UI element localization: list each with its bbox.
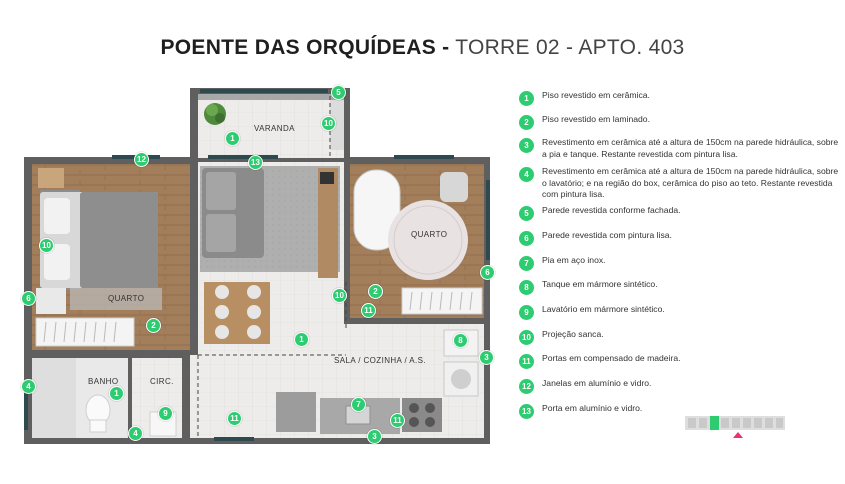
marker-4: 4	[21, 379, 36, 394]
marker-11: 11	[390, 413, 405, 428]
marker-11: 11	[227, 411, 242, 426]
room-label-quarto-right: QUARTO	[411, 230, 448, 239]
marker-3: 3	[479, 350, 494, 365]
page-title: POENTE DAS ORQUÍDEAS - TORRE 02 - APTO. …	[0, 36, 845, 60]
legend-text: Parede revestida com pintura lisa.	[542, 230, 672, 240]
legend-number: 7	[519, 256, 534, 271]
legend-text: Piso revestido em cerâmica.	[542, 90, 650, 100]
legend-item: 6 Parede revestida com pintura lisa.	[519, 230, 839, 246]
legend-number: 8	[519, 280, 534, 295]
room-label-circ: CIRC.	[150, 377, 174, 386]
legend-item: 1 Piso revestido em cerâmica.	[519, 90, 839, 106]
legend-text: Projeção sanca.	[542, 329, 604, 339]
locator-arrow-icon	[733, 432, 743, 438]
floor-plan: VARANDA QUARTO QUARTO SALA / COZINHA / A…	[21, 85, 495, 444]
marker-10: 10	[39, 238, 54, 253]
legend-number: 4	[519, 167, 534, 182]
marker-2: 2	[146, 318, 161, 333]
legend-text: Pia em aço inox.	[542, 255, 606, 265]
marker-10: 10	[321, 116, 336, 131]
legend-item: 12 Janelas em alumínio e vidro.	[519, 378, 839, 394]
room-label-banho: BANHO	[88, 377, 119, 386]
legend-number: 5	[519, 206, 534, 221]
legend-text: Portas em compensado de madeira.	[542, 353, 681, 363]
marker-1: 1	[225, 131, 240, 146]
legend-item: 13 Porta em alumínio e vidro.	[519, 403, 839, 419]
legend-item: 2 Piso revestido em laminado.	[519, 114, 839, 130]
marker-8: 8	[453, 333, 468, 348]
marker-5: 5	[331, 85, 346, 100]
legend-text: Tanque em mármore sintético.	[542, 279, 658, 289]
marker-4: 4	[128, 426, 143, 441]
marker-1: 1	[109, 386, 124, 401]
legend-text: Porta em alumínio e vidro.	[542, 403, 643, 413]
legend-number: 2	[519, 115, 534, 130]
marker-13: 13	[248, 155, 263, 170]
legend-item: 7 Pia em aço inox.	[519, 255, 839, 271]
legend-number: 1	[519, 91, 534, 106]
legend-text: Parede revestida conforme fachada.	[542, 205, 681, 215]
marker-6: 6	[480, 265, 495, 280]
legend-number: 9	[519, 305, 534, 320]
legend-item: 5 Parede revestida conforme fachada.	[519, 205, 839, 221]
marker-11: 11	[361, 303, 376, 318]
legend-number: 11	[519, 354, 534, 369]
locator-highlight	[710, 416, 719, 430]
marker-9: 9	[158, 406, 173, 421]
legend-item: 9 Lavatório em mármore sintético.	[519, 304, 839, 320]
legend-item: 11 Portas em compensado de madeira.	[519, 353, 839, 369]
marker-3: 3	[367, 429, 382, 444]
legend-text: Revestimento em cerâmica até a altura de…	[542, 137, 839, 159]
floor-plan-drawing	[24, 88, 490, 444]
marker-2: 2	[368, 284, 383, 299]
legend-text: Piso revestido em laminado.	[542, 114, 650, 124]
legend-number: 3	[519, 138, 534, 153]
legend-number: 10	[519, 330, 534, 345]
title-bold: POENTE DAS ORQUÍDEAS -	[160, 36, 450, 59]
title-light: TORRE 02 - APTO. 403	[455, 36, 685, 59]
legend-item: 4 Revestimento em cerâmica até a altura …	[519, 166, 839, 201]
locator-drawing	[685, 416, 785, 438]
marker-6: 6	[21, 291, 36, 306]
room-label-quarto-left: QUARTO	[108, 294, 145, 303]
legend-number: 12	[519, 379, 534, 394]
legend-number: 6	[519, 231, 534, 246]
room-label-varanda: VARANDA	[254, 124, 295, 133]
marker-12: 12	[134, 152, 149, 167]
building-locator	[685, 408, 785, 442]
legend-text: Janelas em alumínio e vidro.	[542, 378, 652, 388]
room-label-sala: SALA / COZINHA / A.S.	[334, 356, 426, 365]
legend-text: Lavatório em mármore sintético.	[542, 304, 665, 314]
marker-10: 10	[332, 288, 347, 303]
balcony-floor	[198, 94, 344, 158]
legend-item: 3 Revestimento em cerâmica até a altura …	[519, 137, 839, 160]
marker-1: 1	[294, 332, 309, 347]
legend-item: 10 Projeção sanca.	[519, 329, 839, 345]
marker-7: 7	[351, 397, 366, 412]
legend-item: 8 Tanque em mármore sintético.	[519, 279, 839, 295]
legend-number: 13	[519, 404, 534, 419]
legend-text: Revestimento em cerâmica até a altura de…	[542, 166, 839, 199]
